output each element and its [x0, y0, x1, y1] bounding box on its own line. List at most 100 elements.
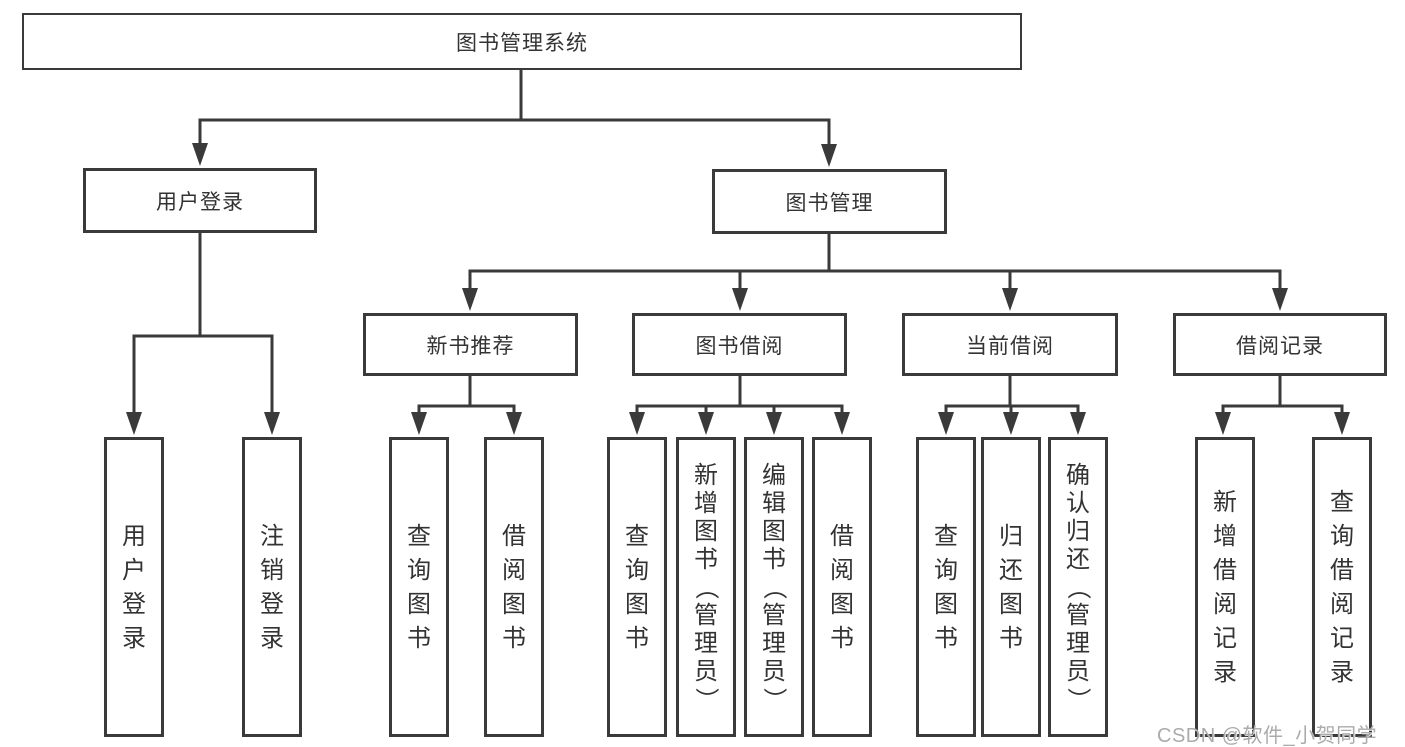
- vertical-char: 新: [1213, 488, 1237, 516]
- vertical-char: ）: [760, 687, 788, 711]
- vertical-char: 管: [1066, 601, 1090, 629]
- node-root-system: 图书管理系统: [22, 13, 1022, 70]
- vertical-char: 借: [1213, 556, 1237, 584]
- vertical-char: 阅: [1330, 590, 1354, 618]
- vertical-char: 询: [625, 556, 649, 584]
- vertical-char: 书: [999, 624, 1023, 652]
- vertical-char: 询: [934, 556, 958, 584]
- vertical-char: 录: [1330, 658, 1354, 686]
- vertical-char: 户: [122, 556, 146, 584]
- vertical-char: 辑: [762, 489, 786, 517]
- vertical-char: 阅: [830, 556, 854, 584]
- node-label: 图书管理: [785, 191, 874, 215]
- leaf-edit-books-admin: 编辑图书（管理员）: [744, 437, 804, 737]
- vertical-char: ）: [692, 687, 720, 711]
- leaf-query-books-borrow: 查询图书: [607, 437, 667, 737]
- vertical-char: 销: [260, 556, 284, 584]
- vertical-char: 查: [407, 522, 431, 550]
- vertical-char: 理: [1066, 629, 1090, 657]
- vertical-char: 图: [625, 590, 649, 618]
- node-label: 借阅记录: [1236, 334, 1324, 358]
- node-borrowing-records: 借阅记录: [1173, 313, 1387, 376]
- node-current-borrowing: 当前借阅: [902, 313, 1118, 376]
- leaf-borrow-books-rec: 借阅图书: [484, 437, 544, 737]
- vertical-char: 员: [762, 657, 786, 685]
- vertical-char: 记: [1213, 624, 1237, 652]
- vertical-char: 书: [407, 624, 431, 652]
- leaf-borrow-books: 借阅图书: [812, 437, 872, 737]
- vertical-char: 图: [694, 517, 718, 545]
- vertical-char: 借: [502, 522, 526, 550]
- vertical-char: 阅: [1213, 590, 1237, 618]
- vertical-char: 查: [934, 522, 958, 550]
- leaf-logout: 注销登录: [242, 437, 302, 737]
- vertical-char: 理: [762, 629, 786, 657]
- vertical-char: 注: [260, 522, 284, 550]
- vertical-char: 书: [830, 624, 854, 652]
- leaf-query-borrow-record: 查询借阅记录: [1312, 437, 1372, 737]
- node-label: 用户登录: [156, 190, 244, 214]
- vertical-char: 询: [407, 556, 431, 584]
- vertical-char: 图: [762, 517, 786, 545]
- vertical-char: ）: [1064, 687, 1092, 711]
- leaf-confirm-return-admin: 确认归还（管理员）: [1048, 437, 1108, 737]
- node-user-login-branch: 用户登录: [83, 168, 317, 233]
- vertical-char: 查: [1330, 488, 1354, 516]
- leaf-return-books: 归还图书: [981, 437, 1041, 737]
- vertical-char: 阅: [502, 556, 526, 584]
- vertical-char: 确: [1066, 461, 1090, 489]
- vertical-char: 员: [1066, 657, 1090, 685]
- vertical-char: 编: [762, 461, 786, 489]
- vertical-char: 书: [762, 545, 786, 573]
- vertical-char: 还: [999, 556, 1023, 584]
- vertical-char: （: [692, 575, 720, 599]
- vertical-char: 图: [502, 590, 526, 618]
- leaf-query-books-rec: 查询图书: [389, 437, 449, 737]
- vertical-char: 归: [999, 522, 1023, 550]
- vertical-char: 询: [1330, 522, 1354, 550]
- leaf-query-books-current: 查询图书: [916, 437, 976, 737]
- vertical-char: 图: [407, 590, 431, 618]
- leaf-add-borrow-record: 新增借阅记录: [1195, 437, 1255, 737]
- vertical-char: 借: [830, 522, 854, 550]
- vertical-char: 归: [1066, 517, 1090, 545]
- vertical-char: （: [760, 575, 788, 599]
- vertical-char: 录: [260, 624, 284, 652]
- node-root-label: 图书管理系统: [456, 31, 588, 55]
- vertical-char: 图: [999, 590, 1023, 618]
- vertical-char: 登: [260, 590, 284, 618]
- vertical-char: 书: [502, 624, 526, 652]
- vertical-char: 管: [762, 601, 786, 629]
- vertical-char: 管: [694, 601, 718, 629]
- vertical-char: 员: [694, 657, 718, 685]
- vertical-char: 书: [694, 545, 718, 573]
- vertical-char: 增: [1213, 522, 1237, 550]
- node-book-management-branch: 图书管理: [712, 169, 947, 234]
- vertical-char: 用: [122, 522, 146, 550]
- vertical-char: 还: [1066, 545, 1090, 573]
- leaf-user-login: 用户登录: [104, 437, 164, 737]
- vertical-char: 书: [625, 624, 649, 652]
- vertical-char: 增: [694, 489, 718, 517]
- node-label: 图书借阅: [695, 334, 784, 358]
- vertical-char: 借: [1330, 556, 1354, 584]
- vertical-char: 书: [934, 624, 958, 652]
- csdn-watermark: CSDN @软件_小贺同学: [1157, 725, 1378, 747]
- node-label: 新书推荐: [426, 334, 515, 358]
- node-book-borrowing: 图书借阅: [632, 313, 847, 376]
- vertical-char: 查: [625, 522, 649, 550]
- vertical-char: 录: [1213, 658, 1237, 686]
- node-new-book-recommendation: 新书推荐: [363, 313, 578, 376]
- vertical-char: （: [1064, 575, 1092, 599]
- vertical-char: 理: [694, 629, 718, 657]
- leaf-add-books-admin: 新增图书（管理员）: [676, 437, 736, 737]
- vertical-char: 图: [934, 590, 958, 618]
- vertical-char: 图: [830, 590, 854, 618]
- vertical-char: 录: [122, 624, 146, 652]
- vertical-char: 登: [122, 590, 146, 618]
- node-label: 当前借阅: [966, 334, 1054, 358]
- vertical-char: 新: [694, 461, 718, 489]
- vertical-char: 记: [1330, 624, 1354, 652]
